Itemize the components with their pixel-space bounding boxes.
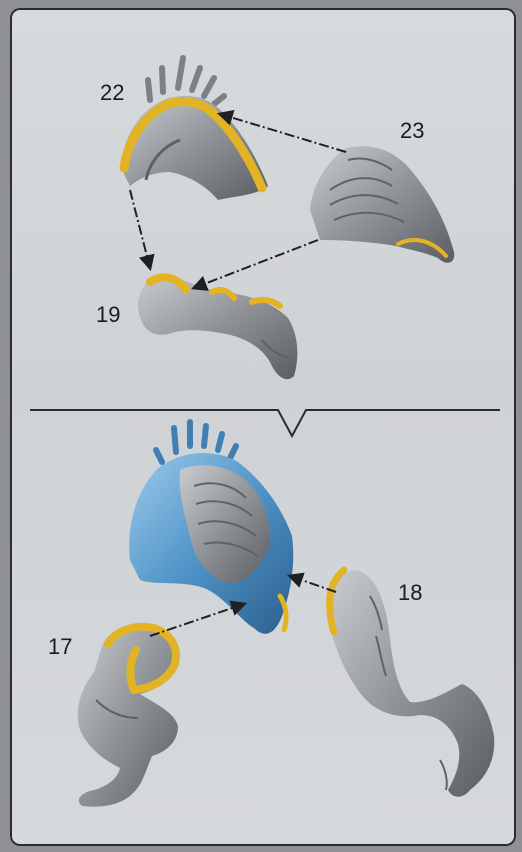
part-23-ribbed-piece [310, 146, 454, 263]
arrow-18-to-torso [290, 576, 336, 592]
part-19-leg-segment [138, 274, 297, 379]
assembled-torso [129, 422, 293, 634]
part-17-left-leg [78, 625, 178, 807]
callout-22: 22 [100, 80, 124, 106]
callout-23: 23 [400, 118, 424, 144]
callout-18: 18 [398, 580, 422, 606]
arrow-17-to-torso [150, 604, 244, 636]
arrow-23-to-19 [194, 240, 318, 288]
callout-19: 19 [96, 302, 120, 328]
part-22-carapace [122, 58, 268, 200]
arrow-22-to-19 [130, 190, 150, 268]
callout-17: 17 [48, 634, 72, 660]
step-divider [30, 410, 500, 436]
